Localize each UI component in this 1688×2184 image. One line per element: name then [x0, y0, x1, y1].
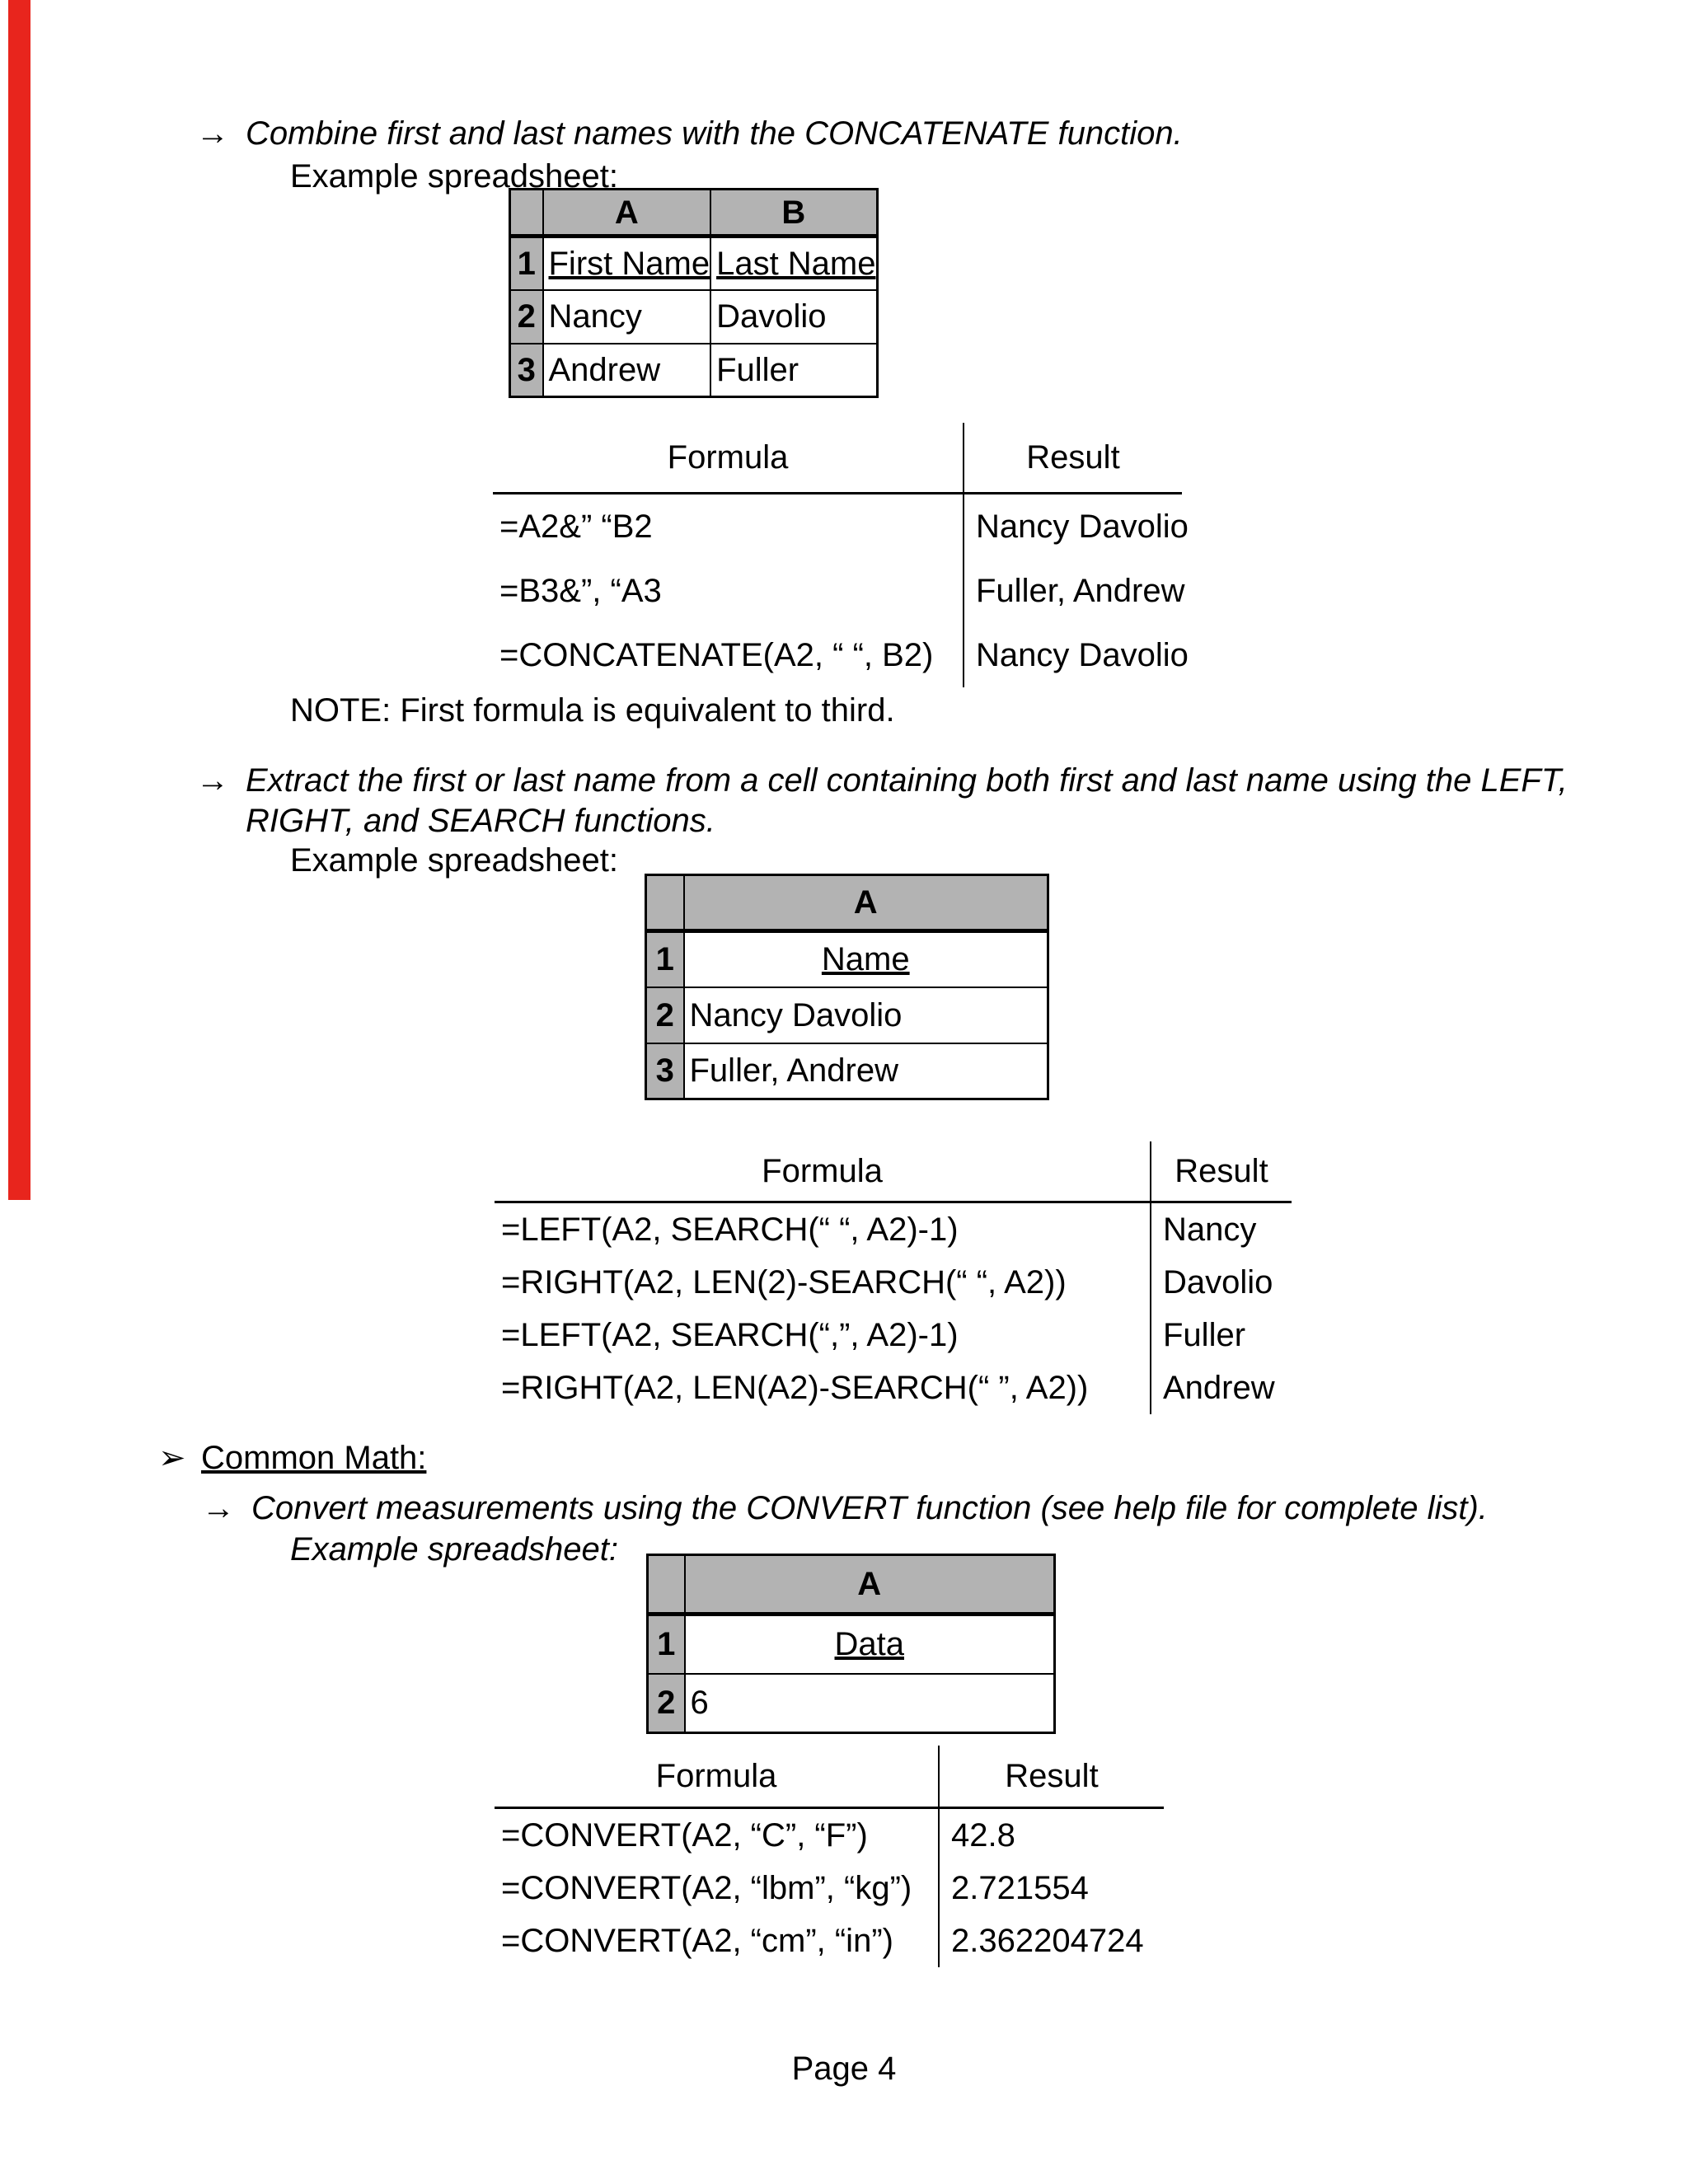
- formula-row: =LEFT(A2, SEARCH(“,”, A2)-1) Fuller: [495, 1309, 1292, 1361]
- formula-table-header: Formula Result: [495, 1141, 1292, 1201]
- bullet-item-concatenate: → Combine first and last names with the …: [196, 114, 1183, 153]
- row-number: 2: [645, 986, 685, 1044]
- arrowhead-bullet-icon: ➢: [158, 1440, 186, 1476]
- formula-column-header: Formula: [667, 439, 789, 476]
- formula-row: =CONVERT(A2, “lbm”, “kg”) 2.721554: [495, 1862, 1164, 1915]
- cell-text: Name: [821, 941, 910, 978]
- spreadsheet-example-1: A B 1 First Name Last Name 2 Nancy Davol…: [509, 188, 879, 398]
- cell-text: Last Name: [716, 245, 876, 282]
- section-title: Combine first and last names with the CO…: [246, 115, 1183, 152]
- arrow-bullet-icon: →: [202, 1490, 235, 1526]
- header-divider-line: [493, 492, 1182, 494]
- result-cell: Nancy Davolio: [963, 623, 1189, 687]
- result-column-header: Result: [963, 423, 1182, 492]
- row-number: 1: [646, 1613, 686, 1675]
- formula-cell: =LEFT(A2, SEARCH(“,”, A2)-1): [501, 1317, 959, 1353]
- corner-cell: [646, 1554, 686, 1616]
- corner-cell: [509, 188, 544, 238]
- cell-name-header: Name: [682, 930, 1049, 988]
- header-divider-line: [495, 1201, 1292, 1203]
- formula-row: =LEFT(A2, SEARCH(“ “, A2)-1) Nancy: [495, 1203, 1292, 1256]
- formula-row: =CONVERT(A2, “C”, “F”) 42.8: [495, 1809, 1164, 1862]
- formula-cell: =B3&”, “A3: [499, 573, 662, 609]
- formula-cell: =A2&” “B2: [499, 509, 653, 545]
- cell-last-name: Fuller: [710, 342, 878, 398]
- row-number: 2: [646, 1672, 686, 1734]
- bullet-item-extract-names: → Extract the first or last name from a …: [196, 761, 1568, 841]
- red-margin-stripe: [8, 0, 30, 1200]
- cell-first-name: Andrew: [542, 342, 712, 398]
- formula-cell: =CONVERT(A2, “C”, “F”): [501, 1817, 868, 1854]
- cell-data-header: Data: [683, 1613, 1056, 1675]
- row-number: 3: [509, 342, 544, 398]
- result-cell: Nancy Davolio: [963, 494, 1189, 559]
- result-cell: Nancy: [1150, 1203, 1292, 1256]
- spreadsheet-example-3: A 1 Data 2 6: [646, 1554, 1056, 1734]
- cell-last-name-header: Last Name: [710, 235, 878, 291]
- formula-cell: =CONCATENATE(A2, “ “, B2): [499, 637, 934, 673]
- formula-row: =B3&”, “A3 Fuller, Andrew: [493, 559, 1184, 623]
- formula-row: =RIGHT(A2, LEN(2)-SEARCH(“ “, A2)) Davol…: [495, 1256, 1292, 1309]
- cell-text: Data: [834, 1626, 905, 1663]
- result-cell: 2.362204724: [938, 1915, 1164, 1967]
- formula-result-table-1: Formula Result =A2&” “B2 Nancy Davolio =…: [493, 423, 1189, 687]
- common-math-heading: Common Math:: [201, 1440, 427, 1476]
- result-column-header: Result: [938, 1746, 1164, 1807]
- column-header-a: A: [682, 874, 1049, 933]
- formula-row: =A2&” “B2 Nancy Davolio: [493, 494, 1189, 559]
- header-divider-line: [495, 1807, 1164, 1809]
- corner-cell: [645, 874, 685, 933]
- spreadsheet-example-2: A 1 Name 2 Nancy Davolio 3 Fuller, Andre…: [645, 874, 1049, 1100]
- result-cell: Fuller: [1150, 1309, 1292, 1361]
- cell-full-name: Fuller, Andrew: [682, 1042, 1049, 1100]
- column-header-a: A: [542, 188, 712, 238]
- cell-text: First Name: [548, 245, 710, 282]
- bullet-item-convert: → Convert measurements using the CONVERT…: [202, 1488, 1488, 1528]
- row-number: 2: [509, 288, 544, 344]
- column-header-a: A: [683, 1554, 1056, 1616]
- example-label: Example spreadsheet:: [290, 842, 619, 879]
- row-number: 1: [509, 235, 544, 291]
- formula-cell: =RIGHT(A2, LEN(2)-SEARCH(“ “, A2)): [501, 1264, 1067, 1301]
- formula-result-table-2: Formula Result =LEFT(A2, SEARCH(“ “, A2)…: [495, 1141, 1292, 1414]
- section-title: Convert measurements using the CONVERT f…: [251, 1490, 1488, 1526]
- arrow-bullet-icon: →: [196, 762, 229, 799]
- cell-first-name-header: First Name: [542, 235, 712, 291]
- row-number: 1: [645, 930, 685, 988]
- cell-full-name: Nancy Davolio: [682, 986, 1049, 1044]
- page-footer: Page 4: [791, 2050, 897, 2087]
- cell-first-name: Nancy: [542, 288, 712, 344]
- formula-column-header: Formula: [762, 1153, 883, 1189]
- formula-cell: =CONVERT(A2, “cm”, “in”): [501, 1923, 893, 1959]
- formula-cell: =RIGHT(A2, LEN(A2)-SEARCH(“ ”, A2)): [501, 1370, 1089, 1406]
- formula-cell: =CONVERT(A2, “lbm”, “kg”): [501, 1870, 912, 1906]
- formula-column-header: Formula: [655, 1758, 777, 1794]
- row-number: 3: [645, 1042, 685, 1100]
- common-math-heading-line: ➢ Common Math:: [158, 1438, 426, 1478]
- arrow-bullet-icon: →: [196, 115, 229, 152]
- result-column-header: Result: [1150, 1141, 1292, 1201]
- formula-row: =CONVERT(A2, “cm”, “in”) 2.362204724: [495, 1915, 1164, 1967]
- formula-row: =CONCATENATE(A2, “ “, B2) Nancy Davolio: [493, 623, 1189, 687]
- result-cell: Andrew: [1150, 1361, 1292, 1414]
- result-cell: 42.8: [938, 1809, 1164, 1862]
- column-header-b: B: [710, 188, 878, 238]
- result-cell: Fuller, Andrew: [963, 559, 1184, 623]
- cell-last-name: Davolio: [710, 288, 878, 344]
- formula-cell: =LEFT(A2, SEARCH(“ “, A2)-1): [501, 1212, 959, 1248]
- formula-row: =RIGHT(A2, LEN(A2)-SEARCH(“ ”, A2)) Andr…: [495, 1361, 1292, 1414]
- note-text: NOTE: First formula is equivalent to thi…: [290, 692, 895, 729]
- formula-result-table-3: Formula Result =CONVERT(A2, “C”, “F”) 42…: [495, 1746, 1164, 1967]
- formula-table-header: Formula Result: [493, 423, 1182, 492]
- cell-data-value: 6: [683, 1672, 1056, 1734]
- example-label: Example spreadsheet:: [290, 1531, 619, 1568]
- result-cell: 2.721554: [938, 1862, 1164, 1915]
- section-title: Extract the first or last name from a ce…: [246, 762, 1568, 839]
- formula-table-header: Formula Result: [495, 1746, 1164, 1807]
- result-cell: Davolio: [1150, 1256, 1292, 1309]
